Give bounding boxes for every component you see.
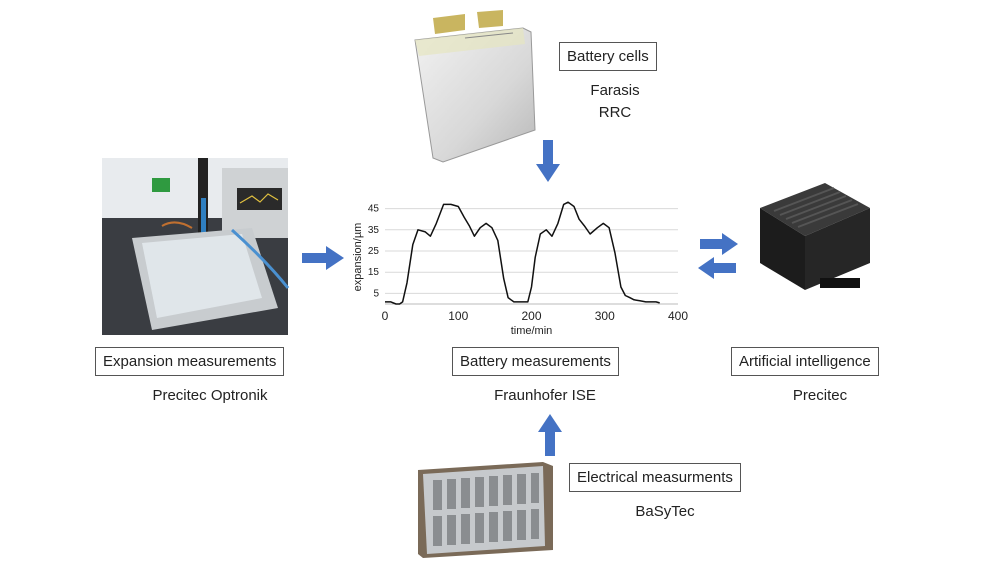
expansion-setup-image [102,158,290,335]
expansion-measurements-sub: Precitec Optronik [152,387,268,404]
x-tick-label: 0 [382,309,389,323]
arrow-down-icon [536,140,560,182]
y-axis-label: expansion/µm [352,223,364,292]
y-tick-label: 25 [368,246,380,257]
x-tick-label: 100 [448,309,468,323]
electrical-measurements-label: Electrical measurments [569,463,741,492]
battery-measurements-sub: Fraunhofer ISE [494,387,596,404]
y-tick-label: 45 [368,204,380,215]
y-tick-label: 15 [368,267,380,278]
arrow-up-icon [538,414,562,456]
arrow-left-icon [698,257,736,279]
expansion-chart: 5 15 25 35 45 0 100 200 300 400 time/min expansion/… [352,201,688,337]
battery-measurements-label: Battery measurements [452,347,619,376]
x-tick-label: 200 [521,309,541,323]
expansion-measurements-label: Expansion measurements [95,347,285,376]
artificial-intelligence-sub: Precitec [792,387,848,404]
battery-cells-sub-2: RRC [598,104,632,121]
expansion-series-line [385,201,660,305]
ai-hardware-image [760,183,870,290]
battery-cells-sub-1: Farasis [590,82,640,99]
y-tick-label: 35 [368,225,380,236]
arrow-right-icon [700,233,738,255]
y-tick-label: 5 [373,288,379,299]
x-axis-label: time/min [511,325,553,337]
arrow-right-icon [302,246,344,270]
artificial-intelligence-label: Artificial intelligence [731,347,879,376]
battery-cells-label: Battery cells [559,42,657,71]
x-tick-label: 300 [595,309,615,323]
electrical-measurements-sub: BaSyTec [635,503,695,520]
x-tick-label: 400 [668,309,688,323]
battery-tester-image [418,462,553,558]
battery-cell-image [414,10,536,163]
